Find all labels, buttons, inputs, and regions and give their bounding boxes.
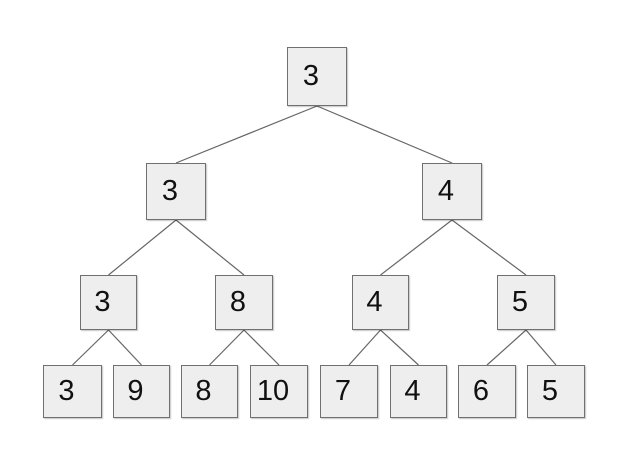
tree-edge [243,329,280,366]
tree-node-leaf-4: 10 [250,365,308,418]
tree-node-leaf-6: 4 [390,365,447,418]
tree-edge [108,329,142,366]
node-label: 3 [58,375,75,407]
tree-node-l2-left: 3 [146,163,206,220]
node-label: 5 [511,286,529,318]
node-label: 5 [541,375,559,407]
tree-node-l2-right: 4 [422,163,482,220]
tree-node-leaf-3: 8 [181,365,238,418]
node-label: 3 [161,175,179,207]
tree-edge [108,219,177,276]
tree-node-l3-1: 3 [80,275,137,330]
tree-edge [348,329,381,366]
tree-edge [525,329,557,366]
node-label: 4 [437,175,455,207]
tree-edge [486,329,527,366]
node-label: 7 [334,375,352,407]
tree-node-root: 3 [287,47,347,106]
tree-edge [209,329,245,366]
tree-node-l3-2: 8 [215,275,273,330]
tree-node-leaf-5: 7 [320,365,378,418]
tree-edge [380,219,453,276]
node-label: 6 [472,375,490,407]
tree-edge [380,329,419,366]
node-label: 8 [195,375,212,407]
node-label: 10 [256,375,290,407]
node-label: 9 [127,375,144,407]
tree-node-leaf-7: 6 [458,365,516,418]
tree-edge [451,219,527,276]
tree-edge [175,105,318,164]
node-label: 3 [94,286,111,318]
tree-edge [72,329,109,366]
tree-edge [175,219,245,276]
node-label: 4 [366,286,383,318]
node-label: 3 [302,60,320,92]
tree-edge [316,105,453,164]
tree-node-leaf-8: 5 [527,365,585,418]
tree-node-leaf-2: 9 [113,365,170,418]
tree-node-leaf-1: 3 [43,365,102,418]
node-label: 8 [229,286,247,318]
tree-node-l3-3: 4 [352,275,409,330]
tree-node-l3-4: 5 [497,275,555,330]
node-label: 4 [404,375,421,407]
